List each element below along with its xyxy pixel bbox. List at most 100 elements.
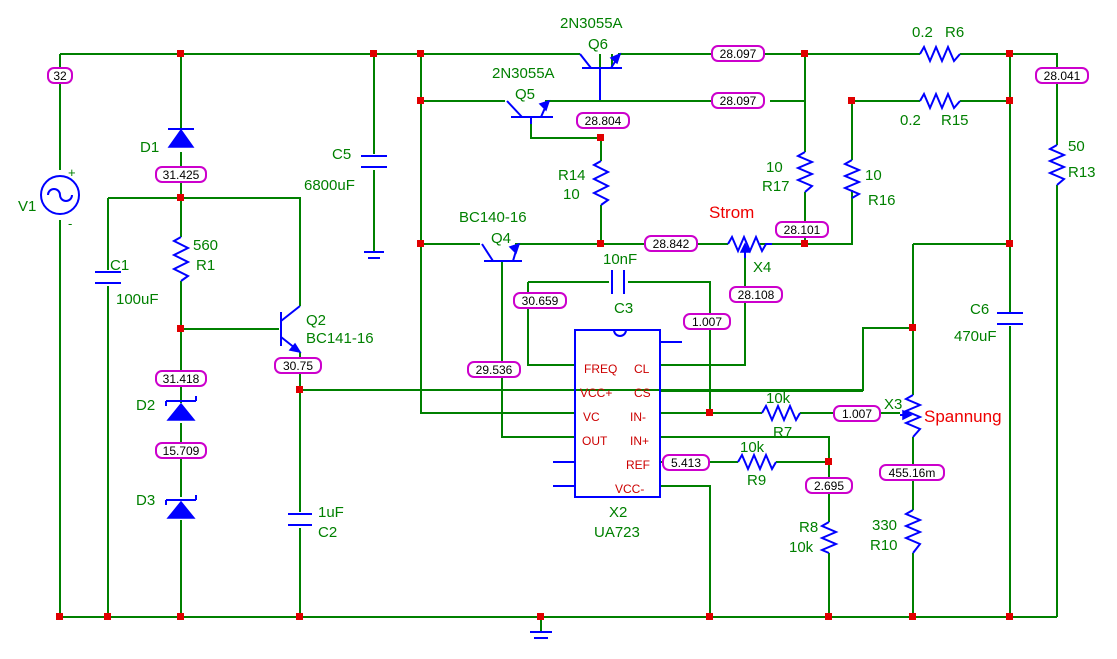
- probe-1007-r7: 1.007: [833, 405, 881, 422]
- r14-value: 10: [563, 186, 580, 203]
- q2-name: Q2: [306, 312, 326, 329]
- spannung-label: Spannung: [924, 407, 1002, 426]
- r7-value: 10k: [766, 390, 791, 407]
- svg-text:30.659: 30.659: [522, 294, 559, 308]
- r17-name: R17: [762, 178, 790, 195]
- q4-name: Q4: [491, 230, 511, 247]
- d3-label: D3: [136, 492, 155, 509]
- probe-30659: 30.659: [513, 292, 567, 309]
- zener-d2: [165, 396, 197, 421]
- svg-text:28.804: 28.804: [585, 114, 622, 128]
- resistor-r17: [795, 151, 815, 193]
- svg-text:15.709: 15.709: [163, 444, 200, 458]
- r8-name: R8: [799, 519, 818, 536]
- q2-type: BC141-16: [306, 330, 374, 347]
- pin-ref: REF: [626, 458, 650, 472]
- probe-31425: 31.425: [155, 166, 207, 183]
- c1-name: C1: [110, 257, 129, 274]
- svg-text:2.695: 2.695: [814, 479, 844, 493]
- v1-label: V1: [18, 198, 36, 215]
- pin-cl: CL: [634, 362, 650, 376]
- probe-28804: 28.804: [576, 112, 630, 129]
- capacitor-c5: [361, 155, 387, 259]
- probe-29536: 29.536: [467, 361, 521, 378]
- r1-value: 560: [193, 237, 218, 254]
- resistor-r14: [591, 160, 611, 206]
- pin-vccp: VCC+: [580, 386, 612, 400]
- probe-28041: 28.041: [1035, 67, 1089, 84]
- diode-d1: [167, 128, 195, 148]
- resistor-r13: [1047, 144, 1067, 186]
- potentiometer-x4: [727, 234, 772, 258]
- pin-inp: IN+: [630, 434, 649, 448]
- junction-dots: [56, 50, 1013, 620]
- r16-value: 10: [865, 167, 882, 184]
- r7-name: R7: [773, 424, 792, 441]
- r13-name: R13: [1068, 164, 1096, 181]
- svg-text:30.75: 30.75: [283, 359, 313, 373]
- svg-text:1.007: 1.007: [692, 315, 722, 329]
- transistor-q5: [506, 99, 553, 124]
- r10-name: R10: [870, 537, 898, 554]
- r9-value: 10k: [740, 439, 765, 456]
- x3-name: X3: [884, 396, 902, 413]
- probe-31418: 31.418: [155, 370, 207, 387]
- resistor-r10: [903, 509, 923, 554]
- r9-name: R9: [747, 472, 766, 489]
- v1-minus: -: [68, 216, 72, 231]
- d2-label: D2: [136, 397, 155, 414]
- q5-name: Q5: [515, 86, 535, 103]
- c5-name: C5: [332, 146, 351, 163]
- probe-15709: 15.709: [155, 442, 207, 459]
- svg-text:28.101: 28.101: [784, 223, 821, 237]
- d1-label: D1: [140, 139, 159, 156]
- r6-value: 0.2: [912, 24, 933, 41]
- pin-freq: FREQ: [584, 362, 617, 376]
- probe-1007-in: 1.007: [683, 313, 731, 330]
- ground-symbol: [530, 631, 552, 639]
- svg-text:29.536: 29.536: [476, 363, 513, 377]
- voltage-source-v1: [40, 175, 80, 215]
- c2-name: C2: [318, 524, 337, 541]
- r17-value: 10: [766, 159, 783, 176]
- svg-text:28.842: 28.842: [653, 237, 690, 251]
- resistor-r7: [761, 403, 801, 423]
- resistor-r9: [737, 452, 777, 472]
- potentiometer-x3: [900, 394, 923, 438]
- resistor-r16: [842, 159, 862, 199]
- resistor-r6: [919, 44, 961, 64]
- probe-2695: 2.695: [805, 477, 853, 494]
- resistor-r15: [919, 91, 961, 111]
- transistor-q6: [579, 52, 622, 100]
- r15-value: 0.2: [900, 112, 921, 129]
- zener-d3: [165, 495, 197, 519]
- q5-type: 2N3055A: [492, 65, 555, 82]
- wires: [59, 53, 1058, 632]
- r1-name: R1: [196, 257, 215, 274]
- x4-name: X4: [753, 259, 771, 276]
- probe-28842: 28.842: [644, 235, 698, 252]
- svg-text:28.108: 28.108: [738, 288, 775, 302]
- capacitor-c2: [288, 513, 312, 526]
- v1-plus: +: [68, 165, 76, 180]
- svg-text:1.007: 1.007: [842, 407, 872, 421]
- probe-28108: 28.108: [729, 286, 783, 303]
- c6-name: C6: [970, 301, 989, 318]
- svg-text:28.097: 28.097: [720, 94, 757, 108]
- c1-value: 100uF: [116, 291, 159, 308]
- r8-value: 10k: [789, 539, 814, 556]
- probe-5413: 5.413: [662, 454, 710, 471]
- svg-text:455.16m: 455.16m: [889, 466, 936, 480]
- c3-name: C3: [614, 300, 633, 317]
- pin-vccm: VCC-: [615, 482, 644, 496]
- probe-28097-mid: 28.097: [711, 92, 765, 109]
- pin-inm: IN-: [630, 410, 646, 424]
- capacitor-c1: [95, 271, 121, 284]
- q4-type: BC140-16: [459, 209, 527, 226]
- probe-28101: 28.101: [775, 221, 829, 238]
- strom-label: Strom: [709, 203, 754, 222]
- r6-name: R6: [945, 24, 964, 41]
- probe-28097-top: 28.097: [711, 45, 765, 62]
- r14-name: R14: [558, 167, 586, 184]
